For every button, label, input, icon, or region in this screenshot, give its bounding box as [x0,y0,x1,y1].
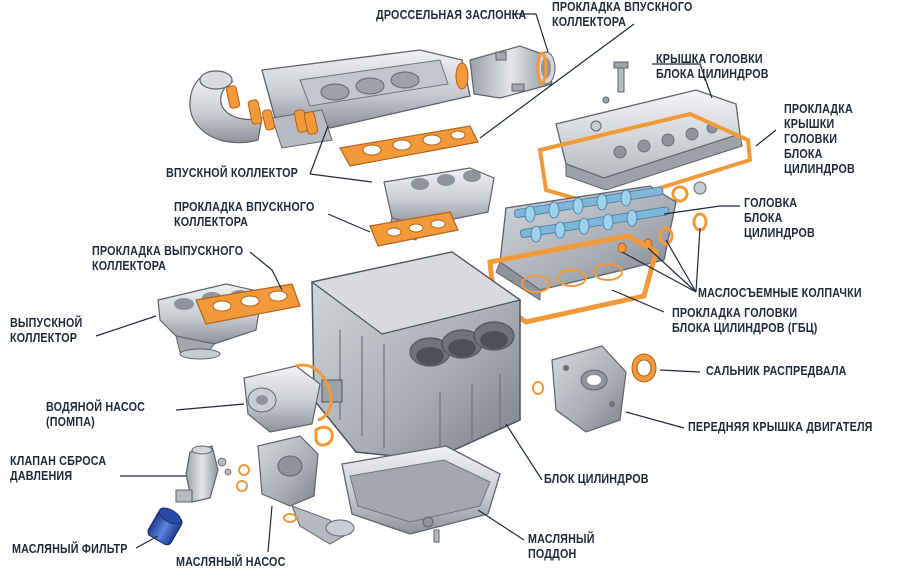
relief-valve-drawing [175,445,219,503]
intake-plenum-drawing [189,45,556,149]
label-cylinder-head-line-3: ЦИЛИНДРОВ [744,226,815,240]
label-head-cover-gasket-line-1: ПРОКЛАДКА [784,102,853,116]
intake-gasket-mid-drawing [369,211,459,247]
cylinder-head-drawing [495,185,677,301]
label-exhaust-manifold-line-1: ВЫПУСКНОЙ [10,316,83,330]
label-relief-valve: КЛАПАН СБРОСА ДАВЛЕНИЯ [10,454,106,484]
label-oil-pan: МАСЛЯНЫЙ ПОДДОН [528,532,595,562]
label-cam-seal-line-1: САЛЬНИК РАСПРЕДВАЛА [706,364,847,378]
label-intake-manifold-line-1: ВПУСКНОЙ КОЛЛЕКТОР [166,166,299,180]
label-cam-seal: САЛЬНИК РАСПРЕДВАЛА [706,364,847,379]
plenum-gaskets [225,51,548,135]
label-cylinder-block-line-1: БЛОК ЦИЛИНДРОВ [544,472,649,486]
label-intake-manifold: ВПУСКНОЙ КОЛЛЕКТОР [166,166,298,181]
label-water-pump-line-2: (ПОМПА) [46,415,95,429]
label-cylinder-head: ГОЛОВКА БЛОКА ЦИЛИНДРОВ [744,196,815,241]
label-throttle: ДРОССЕЛЬНАЯ ЗАСЛОНКА [376,8,526,23]
label-oil-filter-line-1: МАСЛЯНЫЙ ФИЛЬТР [12,542,128,556]
label-cylinder-head-line-2: БЛОКА [744,211,783,225]
label-water-pump: ВОДЯНОЙ НАСОС (ПОМПА) [46,400,145,430]
leader-lines [95,13,777,553]
label-valve-seals-line-1: МАСЛОСЪЕМНЫЕ КОЛПАЧКИ [698,286,862,300]
label-head-cover-gasket-line-3: ГОЛОВКИ [784,132,838,146]
label-front-cover: ПЕРЕДНЯЯ КРЫШКА ДВИГАТЕЛЯ [688,420,873,435]
intake-gasket-top-drawing [339,125,479,167]
label-exhaust-manifold: ВЫПУСКНОЙ КОЛЛЕКТОР [10,316,82,346]
label-intake-gasket-top-line-1: ПРОКЛАДКА ВПУСКНОГО [552,0,693,14]
water-pump-drawing [243,363,333,433]
oil-pump-drawing [257,435,355,545]
valve-cover-gasket-drawing [537,111,753,209]
label-intake-gasket-mid-line-2: КОЛЛЕКТОРА [174,215,249,229]
label-exhaust-gasket-line-2: КОЛЛЕКТОРА [92,259,167,273]
label-oil-pan-line-1: МАСЛЯНЫЙ [528,532,595,546]
label-head-cover: КРЫШКА ГОЛОВКИ БЛОКА ЦИЛИНДРОВ [656,52,769,82]
label-head-cover-line-2: БЛОКА ЦИЛИНДРОВ [656,67,769,81]
cam-seal-drawing [631,353,657,383]
front-cover-drawing [551,345,627,433]
exhaust-gasket-drawing [195,283,301,325]
label-water-pump-line-1: ВОДЯНОЙ НАСОС [46,400,146,414]
oil-pan-drawing [341,445,501,543]
label-oil-pump: МАСЛЯНЫЙ НАСОС [176,555,286,570]
label-intake-gasket-mid-line-1: ПРОКЛАДКА ВПУСКНОГО [174,200,315,214]
oil-filter-drawing [147,507,183,546]
label-intake-gasket-top-line-2: КОЛЛЕКТОРА [552,15,627,29]
label-throttle-line-1: ДРОССЕЛЬНАЯ ЗАСЛОНКА [376,8,527,22]
label-relief-valve-line-2: ДАВЛЕНИЯ [10,469,73,483]
label-intake-gasket-mid: ПРОКЛАДКА ВПУСКНОГО КОЛЛЕКТОРА [174,200,315,230]
label-head-gasket-line-1: ПРОКЛАДКА ГОЛОВКИ [672,306,798,320]
label-exhaust-gasket-line-1: ПРОКЛАДКА ВЫПУСКНОГО [92,244,244,258]
label-exhaust-manifold-line-2: КОЛЛЕКТОР [10,331,78,345]
label-cylinder-block: БЛОК ЦИЛИНДРОВ [544,472,649,487]
label-front-cover-line-1: ПЕРЕДНЯЯ КРЫШКА ДВИГАТЕЛЯ [688,420,873,434]
label-intake-gasket-top: ПРОКЛАДКА ВПУСКНОГО КОЛЛЕКТОРА [552,0,693,30]
label-head-gasket: ПРОКЛАДКА ГОЛОВКИ БЛОКА ЦИЛИНДРОВ (ГБЦ) [672,306,818,336]
label-valve-seals: МАСЛОСЪЕМНЫЕ КОЛПАЧКИ [698,286,862,301]
label-oil-filter: МАСЛЯНЫЙ ФИЛЬТР [12,542,128,557]
valve-cover-drawing [555,61,743,191]
label-exhaust-gasket: ПРОКЛАДКА ВЫПУСКНОГО КОЛЛЕКТОРА [92,244,243,274]
label-cylinder-head-line-1: ГОЛОВКА [744,196,798,210]
label-head-gasket-line-2: БЛОКА ЦИЛИНДРОВ (ГБЦ) [672,321,818,335]
label-oil-pan-line-2: ПОДДОН [528,547,577,561]
label-relief-valve-line-1: КЛАПАН СБРОСА [10,454,107,468]
label-head-cover-gasket-line-5: ЦИЛИНДРОВ [784,162,855,176]
label-head-cover-gasket-line-2: КРЫШКИ [784,117,835,131]
cylinder-block-drawing [310,251,522,461]
label-head-cover-gasket-line-4: БЛОКА [784,147,823,161]
label-head-cover-line-1: КРЫШКА ГОЛОВКИ [656,52,763,66]
label-head-cover-gasket: ПРОКЛАДКА КРЫШКИ ГОЛОВКИ БЛОКА ЦИЛИНДРОВ [784,102,855,177]
label-oil-pump-line-1: МАСЛЯНЫЙ НАСОС [176,555,286,569]
